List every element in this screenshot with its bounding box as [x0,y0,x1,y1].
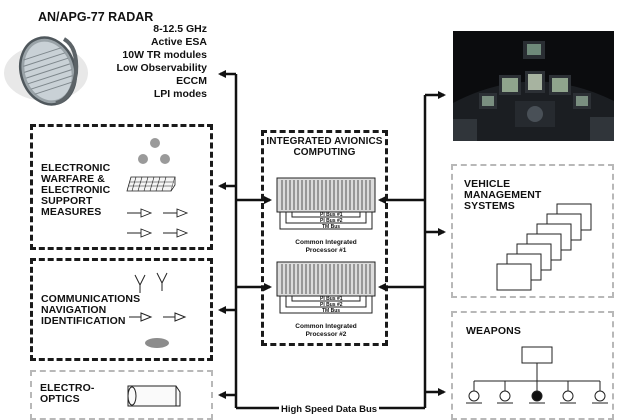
radar-spec: Active ESA [117,36,207,49]
processor-2: PI Bus #1 PI Bus #2 TM Bus Common Integr… [276,261,376,341]
electro-optics-box: ELECTRO- OPTICS [30,370,213,420]
weapons-label: WEAPONS [466,326,521,337]
processor-1-caption: Common Integrated Processor #1 [276,239,376,255]
radar-panel: AN/APG-77 RADAR 8-12.5 GHz Active ESA 10… [2,3,215,109]
radar-title: AN/APG-77 RADAR [38,10,153,24]
title-line: INTEGRATED AVIONICS [264,136,385,147]
weapons-box: WEAPONS [451,311,614,420]
eo-sensor-icon [122,378,192,412]
title-line: COMPUTING [264,147,385,158]
bus-line-label: TM Bus [322,308,340,314]
high-speed-data-bus-label: High Speed Data Bus [279,404,379,415]
radar-spec: 8-12.5 GHz [117,23,207,36]
bus-line-label: TM Bus [322,224,340,230]
radar-spec: Low Observability [117,62,207,75]
processor-2-caption: Common Integrated Processor #2 [276,323,376,339]
integrated-avionics-title: INTEGRATED AVIONICS COMPUTING [264,136,385,158]
caption-line: Processor #2 [276,331,376,339]
cockpit-image [453,31,614,141]
radar-spec: LPI modes [117,88,207,101]
vms-modules-icon [487,202,607,292]
processor-1: PI Bus #1 PI Bus #2 TM Bus Common Integr… [276,177,376,257]
weapons-stations-icon [458,341,608,411]
caption-line: Common Integrated [276,239,376,247]
radar-specs: 8-12.5 GHz Active ESA 10W TR modules Low… [117,23,207,101]
electro-optics-label: ELECTRO- OPTICS [40,383,94,405]
vehicle-management-box: VEHICLE MANAGEMENT SYSTEMS [451,164,614,298]
label-line: OPTICS [40,394,94,405]
caption-line: Processor #1 [276,247,376,255]
electronic-warfare-box: ELECTRONIC WARFARE & ELECTRONIC SUPPORT … [30,124,213,250]
cni-box: COMMUNICATIONS NAVIGATION IDENTIFICATION [30,258,213,361]
radar-spec: 10W TR modules [117,49,207,62]
ew-sensors-icon [121,133,201,243]
cni-antennas-icon [105,265,195,361]
radar-spec: ECCM [117,75,207,88]
label-line: MEASURES [41,207,110,218]
integrated-avionics-box: INTEGRATED AVIONICS COMPUTING [261,130,388,346]
caption-line: Common Integrated [276,323,376,331]
electronic-warfare-label: ELECTRONIC WARFARE & ELECTRONIC SUPPORT … [41,163,110,218]
